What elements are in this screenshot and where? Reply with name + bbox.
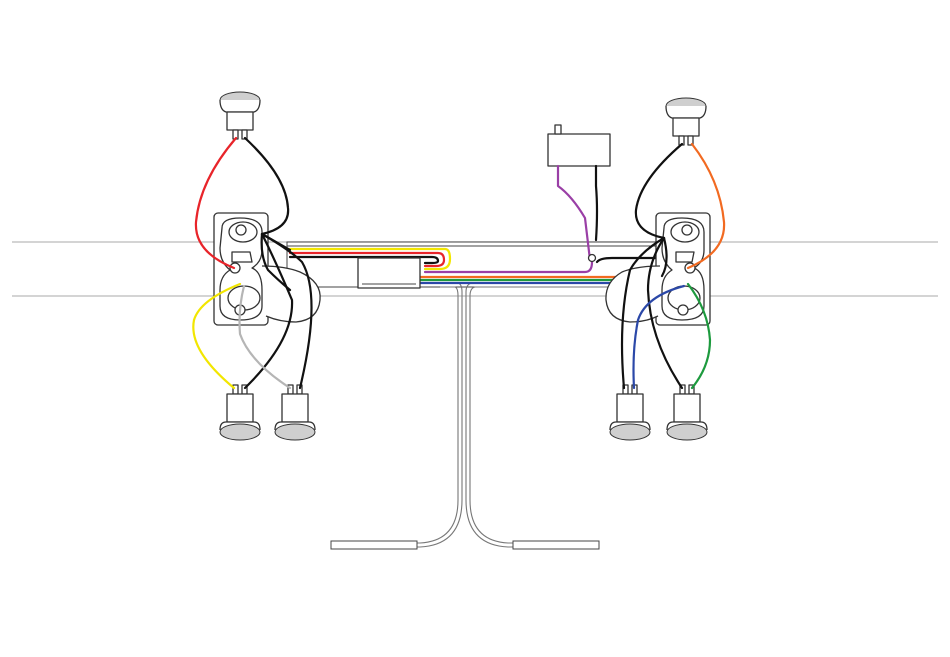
top-left-button bbox=[220, 92, 260, 139]
harness-left-b bbox=[333, 287, 458, 543]
top-right-button bbox=[666, 98, 706, 145]
button-terminal-a bbox=[233, 385, 238, 394]
push-button-icon bbox=[610, 424, 650, 440]
switch-box bbox=[548, 125, 610, 262]
push-button-icon bbox=[220, 424, 260, 440]
right-shaft bbox=[676, 252, 694, 262]
button-body bbox=[617, 394, 643, 422]
button-body bbox=[227, 112, 253, 130]
switch-terminal bbox=[589, 255, 596, 262]
bottom-left-button-2 bbox=[275, 385, 315, 440]
right-screw-bottom bbox=[678, 305, 688, 315]
harness-end-right bbox=[513, 541, 599, 549]
harness-end-left bbox=[331, 541, 417, 549]
harness-right-a bbox=[466, 283, 640, 547]
harness-right-b bbox=[470, 287, 640, 543]
button-body bbox=[282, 394, 308, 422]
cable-harness bbox=[331, 283, 640, 549]
button-body bbox=[674, 394, 700, 422]
push-button-icon bbox=[667, 424, 707, 440]
button-body bbox=[673, 118, 699, 136]
harness-left-a bbox=[333, 283, 462, 547]
button-body bbox=[227, 394, 253, 422]
left-screw-top bbox=[236, 225, 246, 235]
button-cap bbox=[220, 100, 260, 112]
right-screw-top bbox=[682, 225, 692, 235]
bottom-right-button-1 bbox=[610, 385, 650, 440]
left-shaft bbox=[232, 252, 252, 262]
bottom-right-button-2 bbox=[667, 385, 707, 440]
controller-board bbox=[358, 258, 420, 288]
push-button-icon bbox=[275, 424, 315, 440]
button-cap bbox=[666, 106, 706, 118]
switch-lever bbox=[555, 125, 561, 134]
switch-black-wire bbox=[596, 166, 597, 240]
bottom-left-button-1 bbox=[220, 385, 260, 440]
toggle-switch-icon bbox=[548, 134, 610, 166]
